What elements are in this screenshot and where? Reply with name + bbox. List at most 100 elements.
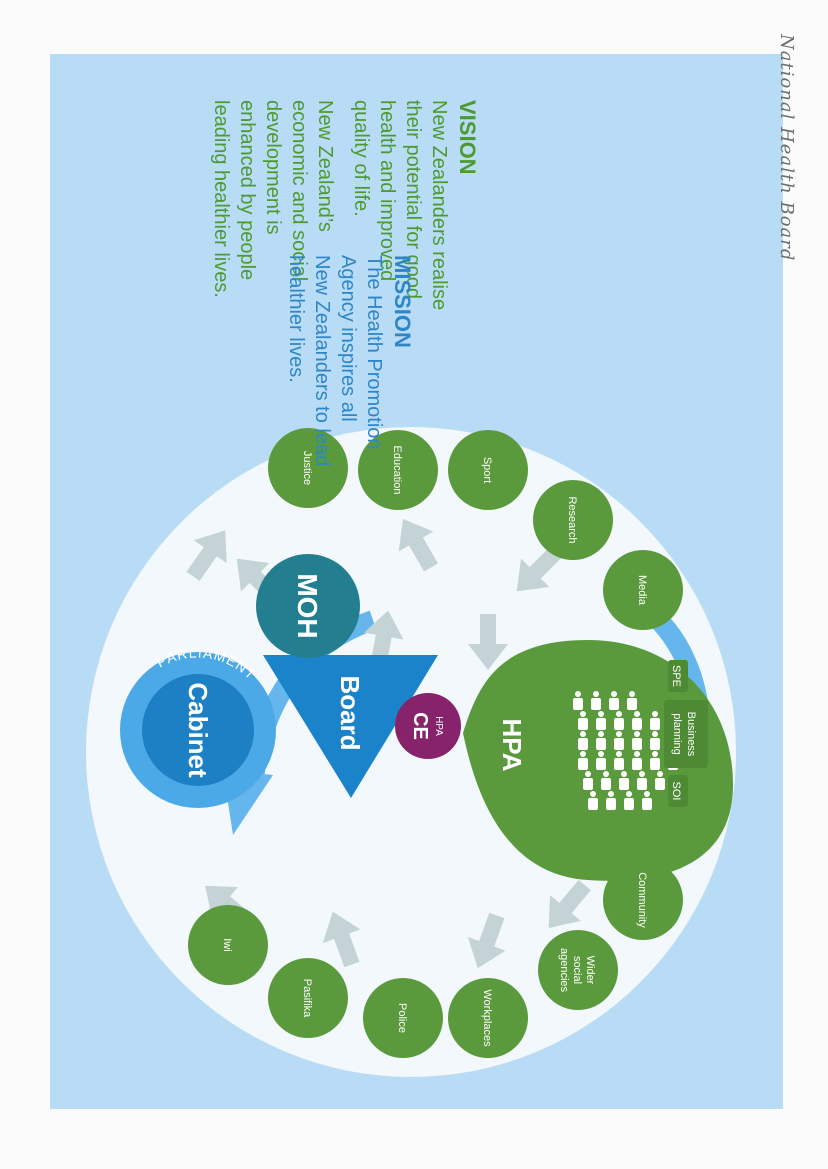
stakeholder-circle xyxy=(538,930,618,1010)
grey-arrow xyxy=(398,519,438,572)
staff-figure xyxy=(606,791,616,810)
grey-arrow xyxy=(186,530,227,581)
staff-figure xyxy=(601,771,611,790)
stakeholder-label: Iwi xyxy=(221,938,233,951)
staff-figure xyxy=(632,751,642,770)
stakeholder-label: Community xyxy=(636,872,648,928)
grey-arrow xyxy=(467,912,506,969)
stakeholder-circle xyxy=(533,480,613,560)
staff-figure xyxy=(588,791,598,810)
stakeholder-police: Police xyxy=(363,978,443,1058)
business-planning-line-2: planning xyxy=(671,713,683,755)
stakeholder-circle xyxy=(268,428,348,508)
staff-figure xyxy=(578,731,588,750)
vision-line: development is xyxy=(262,100,284,235)
stakeholder-circle xyxy=(268,958,348,1038)
staff-figure xyxy=(632,731,642,750)
staff-figure xyxy=(573,691,583,710)
mission-line: The Health Promotion xyxy=(363,255,385,450)
staff-figure xyxy=(596,711,606,730)
staff-figure xyxy=(578,751,588,770)
stakeholder-circle xyxy=(448,430,528,510)
stakeholder-circle xyxy=(603,550,683,630)
staff-figure xyxy=(609,691,619,710)
stakeholder-label: Wider xyxy=(584,956,596,985)
vision-line: enhanced by people xyxy=(236,100,258,280)
stakeholder-label: Workplaces xyxy=(481,989,493,1047)
grey-arrow xyxy=(322,911,361,968)
board-triangle xyxy=(263,655,438,798)
moh-circle xyxy=(256,554,360,658)
stakeholder-justice: Justice xyxy=(268,428,348,508)
vision-line: leading healthier lives. xyxy=(210,100,232,298)
handwritten-note: National Health Board xyxy=(776,34,797,262)
staff-figure xyxy=(578,711,588,730)
stakeholder-sport: Sport xyxy=(448,430,528,510)
vision-line: health and improved xyxy=(376,100,398,281)
staff-figure xyxy=(614,711,624,730)
staff-figure xyxy=(637,771,647,790)
business-planning-line-1: Business xyxy=(685,712,697,757)
stakeholder-label: Media xyxy=(636,575,648,606)
vision-line: quality of life. xyxy=(350,100,372,217)
hpa-label: HPA xyxy=(497,719,527,772)
cabinet-circle xyxy=(142,674,254,786)
business-planning-box xyxy=(664,700,708,768)
staff-figure xyxy=(619,771,629,790)
moh-label: MOH xyxy=(292,573,323,638)
vision-line: their potential for good xyxy=(402,100,424,299)
stakeholder-circle xyxy=(358,430,438,510)
soi-label: SOI xyxy=(670,782,682,801)
vision-line: New Zealanders realise xyxy=(428,100,450,310)
cabinet-label: Cabinet xyxy=(183,682,213,778)
staff-figure xyxy=(650,731,660,750)
staff-figure xyxy=(650,711,660,730)
stakeholder-circle xyxy=(188,905,268,985)
staff-figure xyxy=(596,731,606,750)
stakeholder-label: Justice xyxy=(301,451,313,485)
ce-label: CE xyxy=(409,712,431,740)
staff-figure xyxy=(632,711,642,730)
staff-figure xyxy=(591,691,601,710)
staff-figure xyxy=(655,771,665,790)
stakeholder-label: Education xyxy=(391,446,403,495)
stakeholder-media: Media xyxy=(603,550,683,630)
rotated-poster: PARLIAMENT Cabinet Board MOH HPA SPE Bus… xyxy=(86,100,736,1077)
stakeholder-circle xyxy=(363,978,443,1058)
vision-line: New Zealand’s xyxy=(314,100,336,232)
stakeholder-label: Research xyxy=(566,496,578,543)
stakeholder-circle xyxy=(448,978,528,1058)
stakeholder-education: Education xyxy=(358,430,438,510)
staff-figure xyxy=(642,791,652,810)
board-label: Board xyxy=(335,675,365,750)
stakeholder-community: Community xyxy=(603,860,683,940)
staff-figure xyxy=(650,751,660,770)
staff-figure xyxy=(583,771,593,790)
stakeholder-workplaces: Workplaces xyxy=(448,978,528,1058)
stakeholder-iwi: Iwi xyxy=(188,905,268,985)
staff-figure xyxy=(627,691,637,710)
stakeholder-pasifika: Pasifika xyxy=(268,958,348,1038)
vision-line: economic and social xyxy=(288,100,310,281)
spe-label: SPE xyxy=(670,665,682,687)
spe-box xyxy=(668,660,688,692)
staff-figure xyxy=(624,791,634,810)
soi-box xyxy=(668,775,688,807)
stakeholder-circles: Justice Education SportResearchMediaIwiPas… xyxy=(188,428,683,1058)
mission-line: healthier lives. xyxy=(285,255,307,383)
stakeholder-label: agencies xyxy=(558,948,570,993)
stakeholder-label: Sport xyxy=(481,457,493,483)
grey-arrow xyxy=(548,879,591,928)
mission-line: New Zealanders to lead xyxy=(311,255,333,466)
ce-circle xyxy=(395,693,461,759)
stakeholder-label: social xyxy=(571,956,583,984)
staff-figure xyxy=(614,751,624,770)
stakeholder-label: Police xyxy=(396,1003,408,1033)
staff-figure xyxy=(596,751,606,770)
mission-heading: MISSION xyxy=(390,255,415,348)
